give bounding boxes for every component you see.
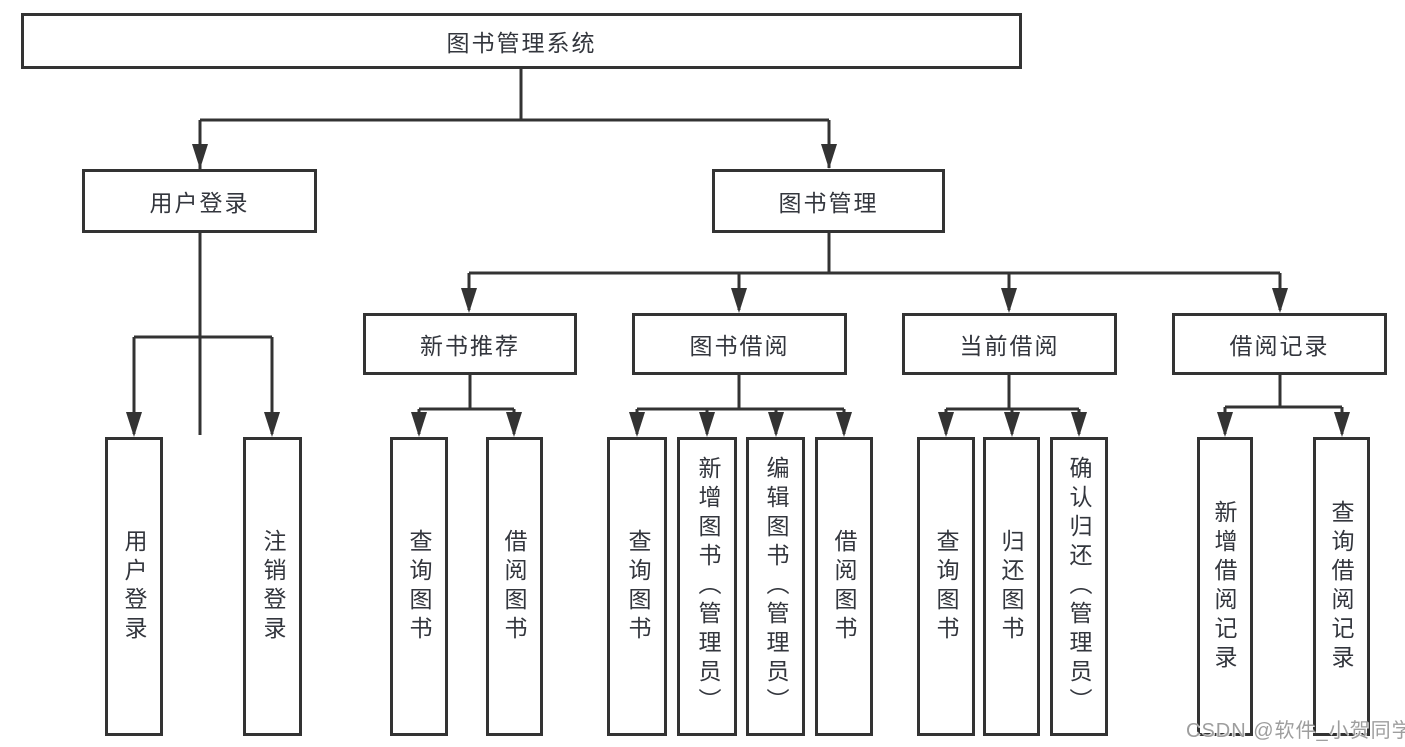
connector-level2-stubs	[198, 120, 831, 166]
arrowheads	[126, 144, 1350, 437]
node-borrow-records: 借阅记录	[1172, 313, 1387, 375]
connector-book-mgmt-branch	[467, 233, 1282, 310]
leaf-borrow-add-books-admin: 新增图书（管理员）	[677, 437, 737, 736]
node-user-login: 用户登录	[82, 169, 317, 233]
leaf-borrow-borrow-books: 借阅图书	[815, 437, 873, 736]
leaf-borrow-query-books: 查询图书	[607, 437, 667, 736]
leaf-user-login: 用户登录	[105, 437, 163, 736]
leaf-newrec-borrow-books: 借阅图书	[486, 437, 543, 736]
leaf-logout-login: 注销登录	[243, 437, 302, 736]
connector-book-borrow-branch	[635, 375, 846, 434]
leaf-current-return-books: 归还图书	[983, 437, 1040, 736]
csdn-watermark: CSDN @软件_小贺同学	[1186, 720, 1405, 742]
connector-new-book-branch	[417, 375, 516, 434]
node-new-book-recommend: 新书推荐	[363, 313, 577, 375]
leaf-current-query-books: 查询图书	[917, 437, 975, 736]
leaf-records-add-record: 新增借阅记录	[1197, 437, 1253, 736]
leaf-current-confirm-return-admin: 确认归还（管理员）	[1050, 437, 1108, 736]
node-current-borrowing: 当前借阅	[902, 313, 1117, 375]
leaf-records-query-record: 查询借阅记录	[1313, 437, 1370, 736]
node-book-borrowing: 图书借阅	[632, 313, 847, 375]
leaf-newrec-query-books: 查询图书	[390, 437, 448, 736]
connector-records-branch	[1223, 375, 1344, 434]
leaf-borrow-edit-books-admin: 编辑图书（管理员）	[746, 437, 805, 736]
node-book-management: 图书管理	[712, 169, 945, 233]
connector-root-to-level2	[198, 69, 831, 435]
connector-user-login-branch	[132, 233, 274, 434]
node-library-management-system: 图书管理系统	[21, 13, 1022, 69]
